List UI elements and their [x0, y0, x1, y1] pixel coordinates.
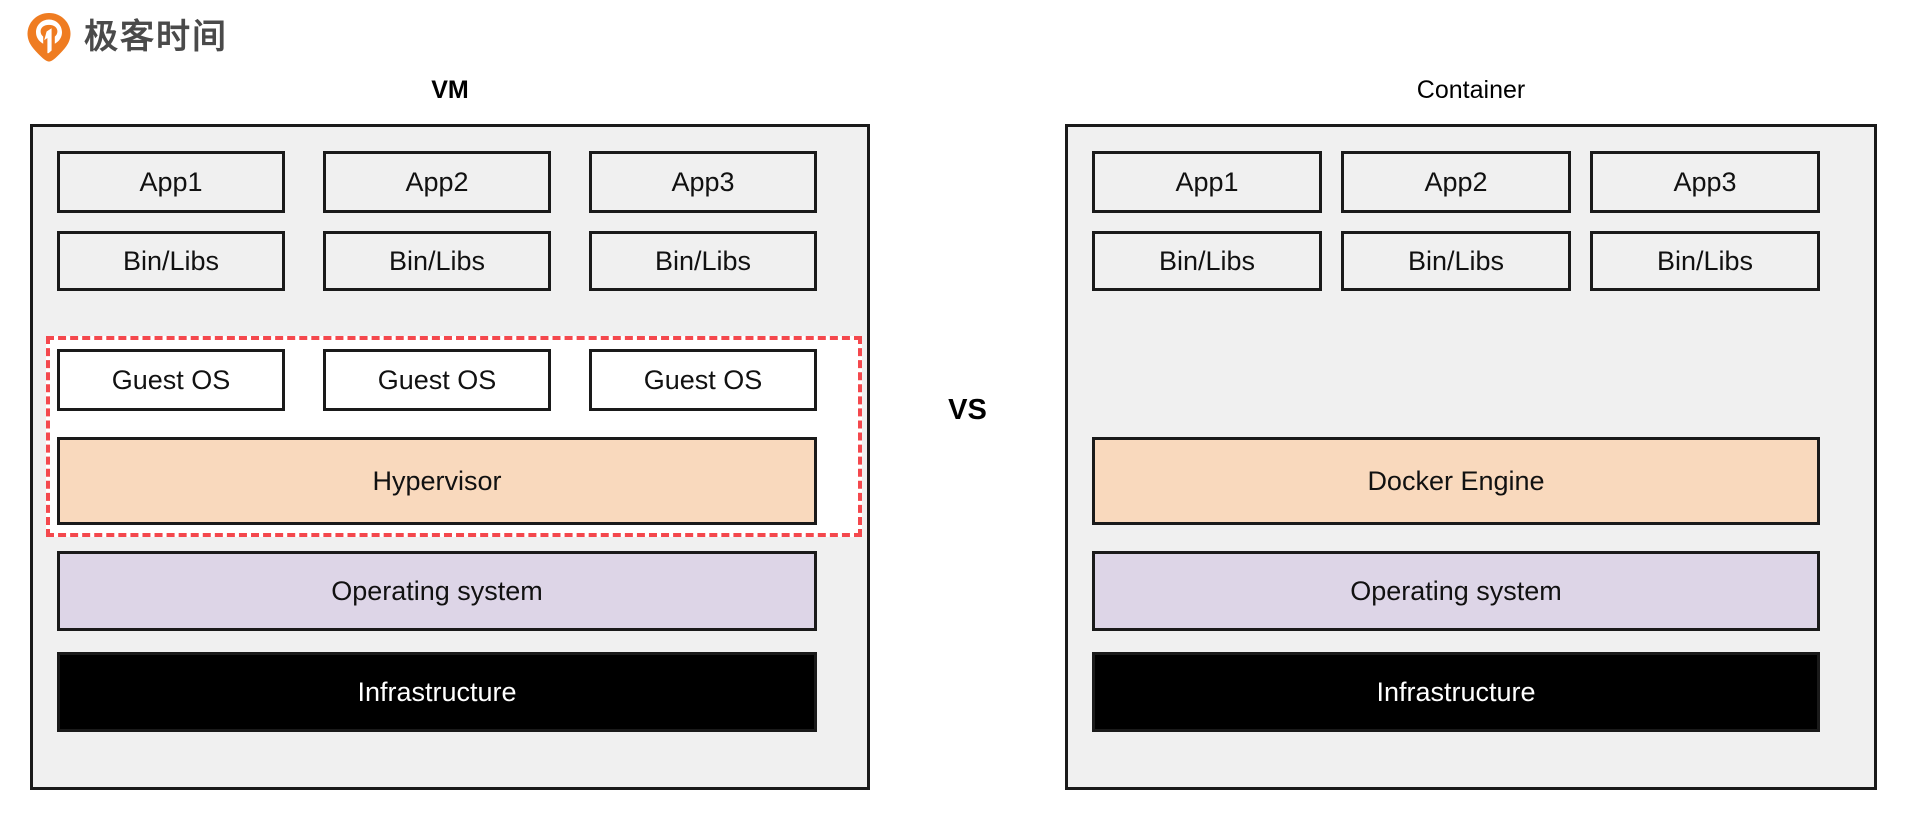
container-column-title: Container: [1416, 76, 1526, 104]
container-lib-box-2: Bin/Libs: [1341, 231, 1571, 291]
container-lib-box-1: Bin/Libs: [1092, 231, 1322, 291]
vm-lib-box-2: Bin/Libs: [323, 231, 551, 291]
container-docker-engine-box: Docker Engine: [1092, 437, 1820, 525]
vm-stack-panel: App1 App2 App3 Bin/Libs Bin/Libs Bin/Lib…: [30, 124, 870, 790]
vm-column-title: VM: [431, 76, 469, 104]
vm-infrastructure-box: Infrastructure: [57, 652, 817, 732]
container-operating-system-box: Operating system: [1092, 551, 1820, 631]
vs-separator-label: VS: [948, 394, 987, 426]
brand-logo: 极客时间: [26, 12, 228, 62]
vm-lib-box-1: Bin/Libs: [57, 231, 285, 291]
geekbang-logo-icon: [27, 13, 71, 62]
vm-guest-os-box-3: Guest OS: [589, 349, 817, 411]
vm-guest-os-box-2: Guest OS: [323, 349, 551, 411]
container-lib-box-3: Bin/Libs: [1590, 231, 1820, 291]
vm-guest-os-box-1: Guest OS: [57, 349, 285, 411]
container-app-box-2: App2: [1341, 151, 1571, 213]
vm-app-box-3: App3: [589, 151, 817, 213]
vm-app-box-1: App1: [57, 151, 285, 213]
container-app-box-1: App1: [1092, 151, 1322, 213]
brand-name: 极客时间: [84, 17, 228, 57]
container-app-box-3: App3: [1590, 151, 1820, 213]
vm-app-box-2: App2: [323, 151, 551, 213]
vm-hypervisor-box: Hypervisor: [57, 437, 817, 525]
container-stack-panel: App1 App2 App3 Bin/Libs Bin/Libs Bin/Lib…: [1065, 124, 1877, 790]
vm-operating-system-box: Operating system: [57, 551, 817, 631]
container-infrastructure-box: Infrastructure: [1092, 652, 1820, 732]
vm-lib-box-3: Bin/Libs: [589, 231, 817, 291]
